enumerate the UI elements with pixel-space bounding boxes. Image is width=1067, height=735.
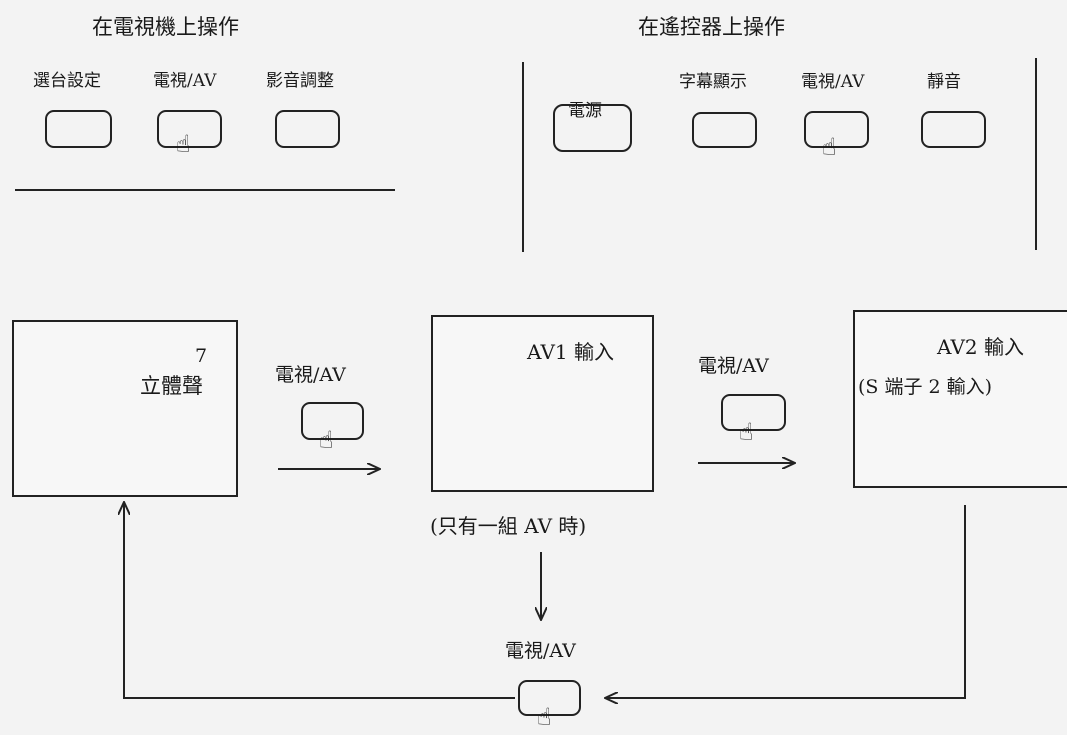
remote-label-mute: 靜音: [927, 72, 961, 92]
remote-label-power: 電源: [568, 101, 602, 121]
stereo-label: 立體聲: [140, 374, 203, 398]
arrow-av2-return: [605, 505, 966, 698]
subtitle-button[interactable]: [692, 112, 757, 148]
pointing-hand-icon: ☝: [822, 133, 837, 161]
arrow-return-to-stereo: [124, 502, 515, 699]
pointing-hand-icon: ☝: [739, 418, 754, 446]
flow-tv-av-button-2[interactable]: [721, 394, 786, 431]
pointing-hand-icon: ☝: [319, 426, 334, 454]
tv-section-title: 在電視機上操作: [92, 15, 239, 39]
tv-label-channel-setup: 選台設定: [33, 71, 101, 91]
power-button[interactable]: [553, 104, 632, 152]
remote-label-tv-av: 電視/AV: [801, 72, 865, 92]
flow-tv-av-button-3[interactable]: [518, 680, 581, 716]
tv-av-button[interactable]: [157, 110, 222, 148]
av1-input-screen: [431, 315, 654, 492]
pointing-hand-icon: ☝: [176, 130, 191, 158]
av2-input-screen: [853, 310, 1067, 488]
av2-input-sublabel: (S 端子 2 輸入): [858, 376, 993, 398]
flow-tv-av-label-2: 電視/AV: [698, 355, 769, 377]
av-adjust-button[interactable]: [275, 110, 340, 148]
tv-label-tv-av: 電視/AV: [153, 71, 217, 91]
flow-tv-av-label-3: 電視/AV: [505, 640, 576, 662]
pointing-hand-icon: ☝: [537, 703, 552, 731]
mute-button[interactable]: [921, 111, 986, 148]
flow-tv-av-label-1: 電視/AV: [275, 364, 346, 386]
av2-input-label: AV2 輸入: [937, 335, 1024, 359]
channel-setup-button[interactable]: [45, 110, 112, 148]
remote-label-subtitle: 字幕顯示: [679, 72, 747, 92]
stereo-channel-number: 7: [195, 345, 208, 367]
av1-input-label: AV1 輸入: [527, 340, 614, 364]
single-av-note: (只有一組 AV 時): [430, 514, 587, 538]
flow-tv-av-button-1[interactable]: [301, 402, 364, 440]
remote-tv-av-button[interactable]: [804, 111, 869, 148]
remote-section-title: 在遙控器上操作: [638, 15, 785, 39]
tv-label-av-adjust: 影音調整: [266, 71, 334, 91]
stereo-screen: [12, 320, 238, 497]
